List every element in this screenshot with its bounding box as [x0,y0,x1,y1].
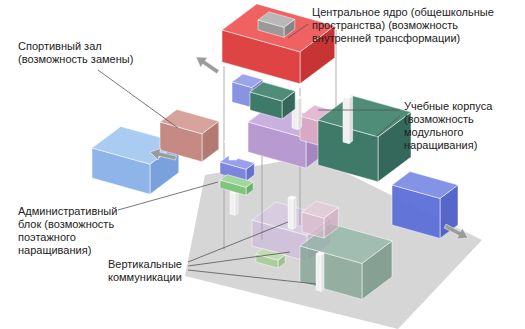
core-label: Центральное ядро (общешкольные пространс… [312,6,517,45]
block-face [250,82,295,101]
block-face [392,172,458,199]
block-face [220,175,253,188]
projection-line [224,66,225,250]
block-face [349,96,353,144]
move-arrow [444,224,468,239]
block-face [343,97,349,144]
up-arrow [224,128,242,160]
block-face [293,197,296,229]
leader-line [188,222,288,262]
block-face [321,253,324,291]
move-arrow [150,148,177,160]
block-face [298,97,302,130]
block-face [316,252,324,256]
leader-line [288,24,308,38]
block-face [318,95,411,137]
move-arrow [196,57,219,74]
block-face [288,196,296,200]
block-face [316,254,321,291]
block-face [230,192,235,215]
classroom-blocks-label: Учебные корпуса (возможность модульного … [404,100,520,152]
leader-lines [98,24,400,284]
leader-line [318,110,400,111]
block-face [258,12,295,27]
leader-line [118,182,218,210]
sports-hall-label: Спортивный зал (возможность замены) [18,40,143,66]
leader-line [188,252,290,266]
admin-block-label: Административный блок (возможность поэта… [18,205,118,257]
circulation-label: Вертикальные коммуникации [108,258,186,284]
ground-plane [185,156,482,329]
block-face [235,191,238,215]
block-face [288,198,293,229]
leader-line [372,116,400,140]
block-face [302,201,338,218]
block-face [232,74,263,88]
leader-line [188,270,316,284]
leader-line [98,70,178,128]
block-face [343,94,353,98]
ghost-blocks [230,190,392,300]
